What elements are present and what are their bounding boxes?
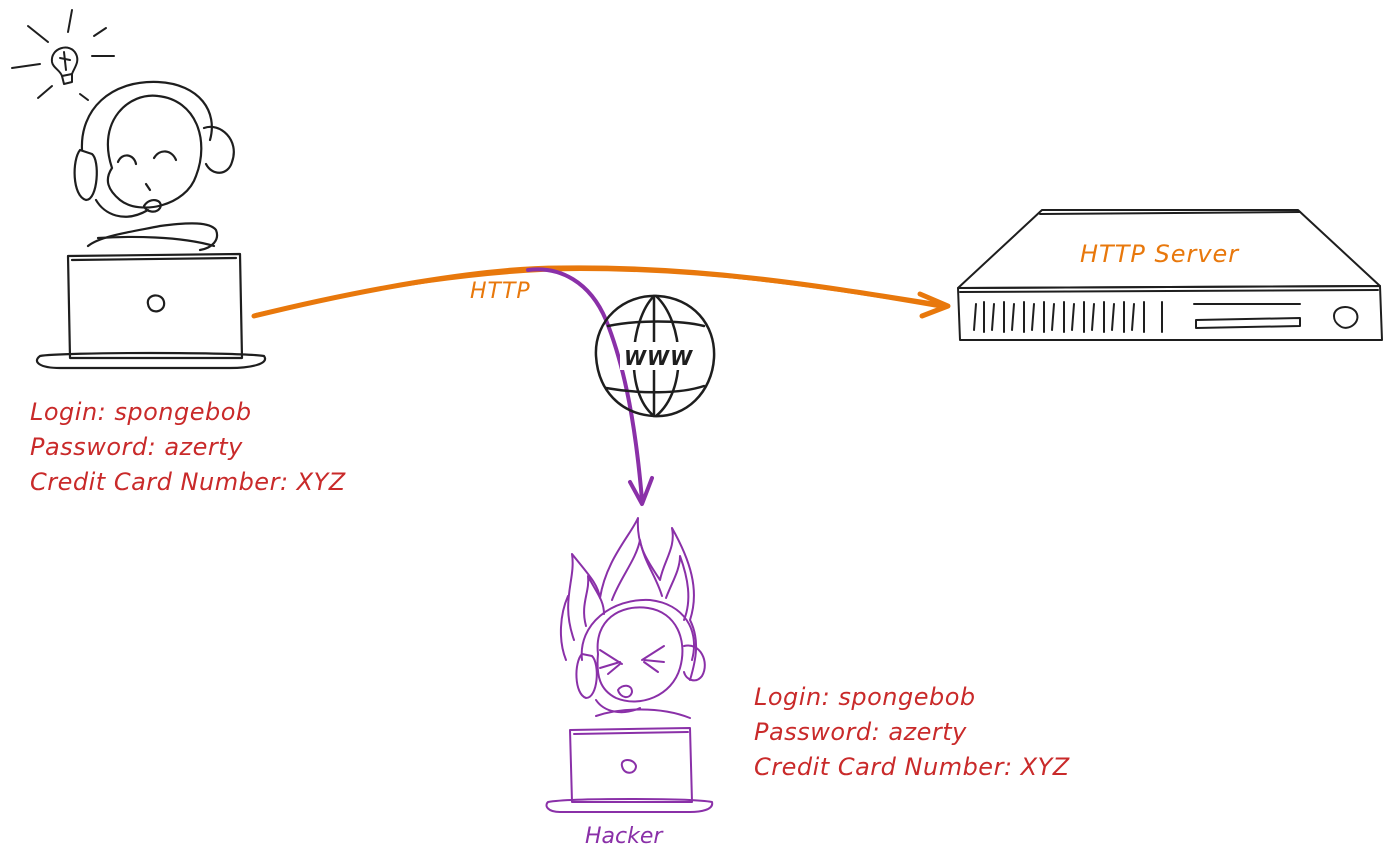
server-label: HTTP Server: [1080, 240, 1240, 268]
hacker-credit-card-text: Credit Card Number: XYZ: [754, 753, 1070, 781]
globe-label: WWW: [624, 346, 693, 370]
http-arrow: [251, 265, 951, 319]
user-password-text: Password: azerty: [30, 433, 243, 461]
server-icon: [957, 209, 1383, 341]
hacker-credentials: Login: spongebob Password: azerty Credit…: [754, 683, 1070, 781]
hacker-figure: [545, 517, 714, 813]
intercept-arrow: [526, 267, 654, 506]
globe-label-backdrop: [620, 342, 692, 370]
hacker-login-text: Login: spongebob: [754, 683, 976, 711]
user-credentials: Login: spongebob Password: azerty Credit…: [30, 398, 346, 496]
user-login-text: Login: spongebob: [30, 398, 252, 426]
hacker-label: Hacker: [585, 824, 664, 849]
flames-icon: [559, 517, 697, 681]
user-credit-card-text: Credit Card Number: XYZ: [30, 468, 346, 496]
lightbulb-icon: [11, 9, 115, 101]
laptop-icon: [35, 252, 267, 370]
hacker-password-text: Password: azerty: [754, 718, 967, 746]
http-label: HTTP: [470, 279, 531, 304]
user-head: [73, 80, 235, 252]
user-figure: [11, 9, 267, 370]
